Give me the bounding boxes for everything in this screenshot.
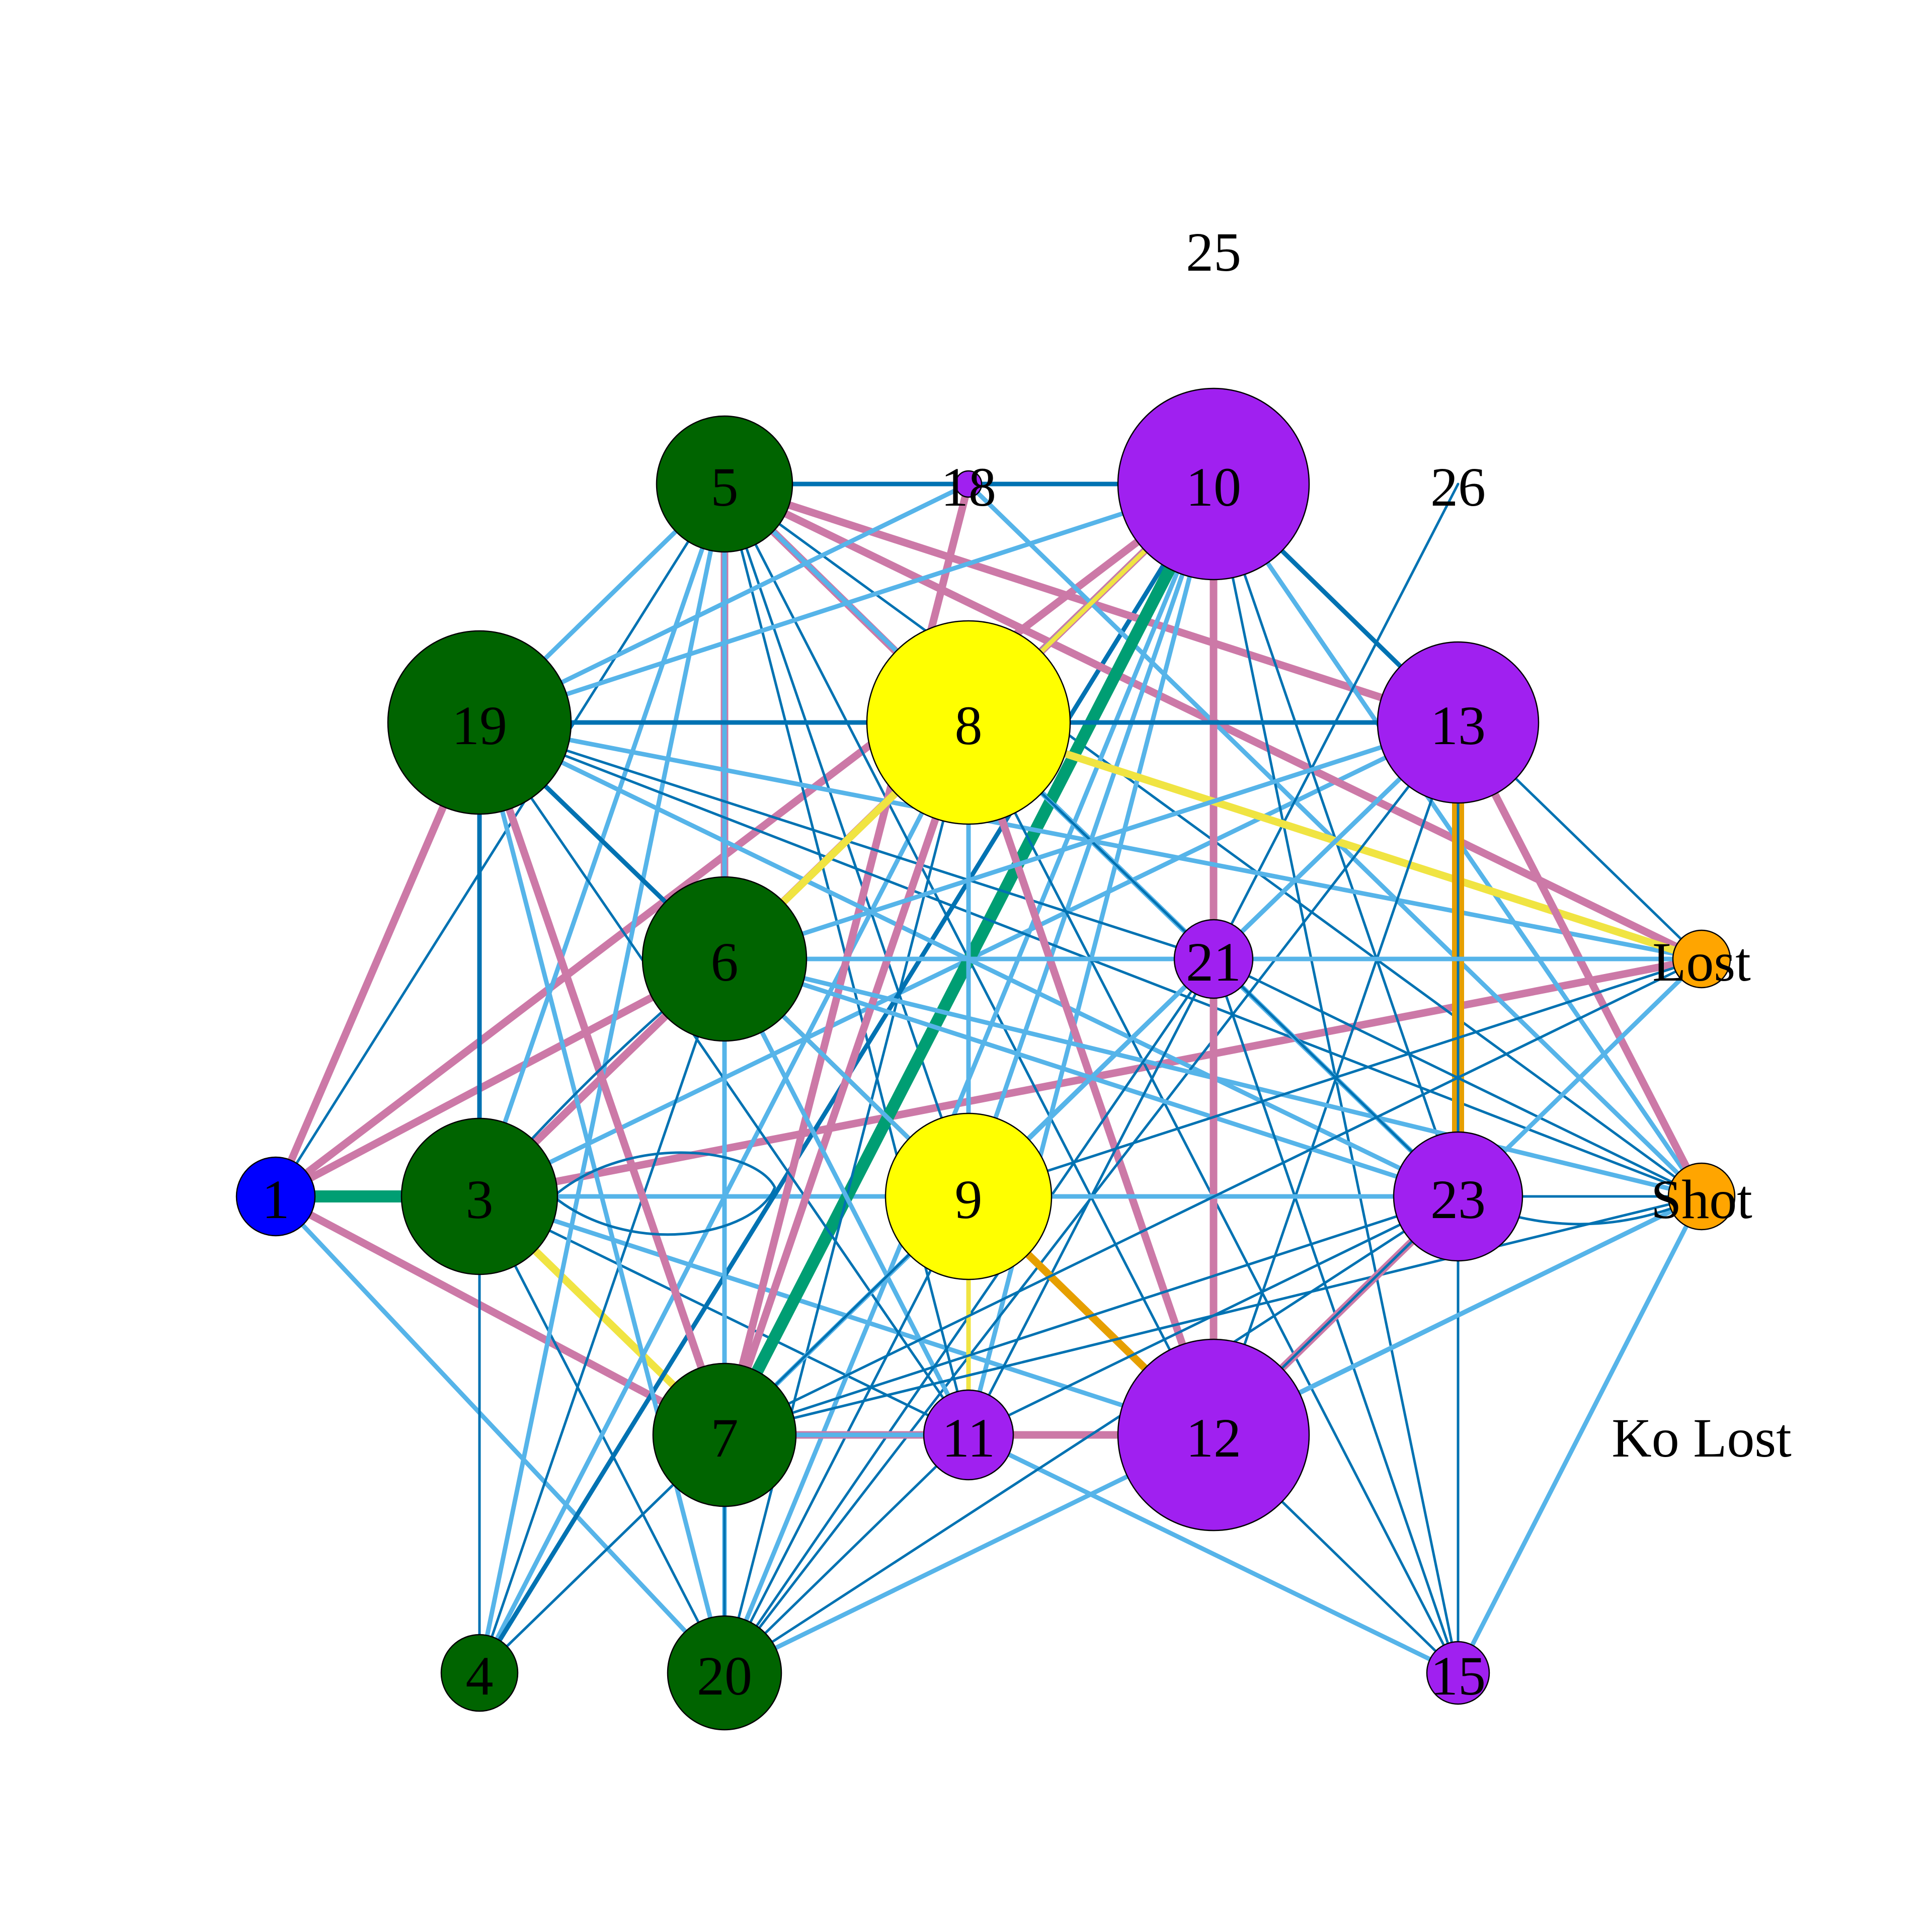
edge-13-6 bbox=[722, 720, 1461, 961]
node-20: 20 bbox=[667, 1615, 782, 1731]
node-label-20: 20 bbox=[697, 1645, 752, 1707]
node-label-18: 18 bbox=[941, 456, 996, 518]
node-circle-lost bbox=[1672, 929, 1731, 989]
node-label-4: 4 bbox=[466, 1645, 494, 1707]
node-label-5: 5 bbox=[711, 456, 739, 518]
node-23: 23 bbox=[1393, 1131, 1523, 1262]
edge-7-Lost bbox=[723, 957, 1703, 1436]
node-label-12: 12 bbox=[1186, 1407, 1241, 1469]
node-12: 12 bbox=[1117, 1338, 1310, 1532]
node-circle-7 bbox=[652, 1362, 797, 1507]
edge-1-5 bbox=[274, 482, 726, 1198]
node-label-8: 8 bbox=[955, 695, 983, 756]
node-label-lost: Lost bbox=[1652, 931, 1751, 993]
node-circle-11 bbox=[923, 1389, 1014, 1481]
node-circle-13 bbox=[1377, 641, 1540, 804]
edge-1-10 bbox=[272, 480, 1218, 1200]
edge-19-7 bbox=[475, 718, 729, 1439]
node-circle-6 bbox=[641, 876, 808, 1042]
node-circle-10 bbox=[1117, 387, 1310, 581]
node-label-6: 6 bbox=[711, 931, 739, 993]
node-circle-23 bbox=[1393, 1131, 1523, 1262]
edge-1-20 bbox=[273, 1194, 727, 1675]
node-circle-20 bbox=[667, 1615, 782, 1731]
node-circle-8 bbox=[866, 620, 1071, 825]
node-circle-4 bbox=[440, 1634, 519, 1712]
edge-4-6 bbox=[478, 957, 726, 1674]
node-3: 3 bbox=[400, 1117, 558, 1275]
node-label-25: 25 bbox=[1186, 221, 1241, 283]
node-15: 15 bbox=[1426, 1641, 1490, 1707]
node-label-11: 11 bbox=[942, 1407, 995, 1469]
node-circle-21 bbox=[1173, 919, 1254, 999]
node-circle-15 bbox=[1426, 1641, 1490, 1705]
node-6: 6 bbox=[641, 876, 808, 1042]
node-1: 1 bbox=[235, 1156, 316, 1237]
node-circle-shot bbox=[1667, 1162, 1736, 1231]
node-21: 21 bbox=[1173, 919, 1254, 999]
node-11: 11 bbox=[923, 1389, 1014, 1481]
node-circle-9 bbox=[884, 1112, 1053, 1280]
node-5: 5 bbox=[656, 415, 793, 553]
edge-10-19 bbox=[477, 481, 1216, 725]
node-label-13: 13 bbox=[1430, 695, 1486, 756]
node-label-1: 1 bbox=[262, 1169, 290, 1230]
node-label-3: 3 bbox=[466, 1169, 494, 1230]
node-circle-18 bbox=[954, 470, 983, 498]
node-19: 19 bbox=[387, 630, 572, 815]
node-label-7: 7 bbox=[711, 1407, 739, 1469]
node-26: 26 bbox=[1430, 456, 1486, 518]
edge-19-20 bbox=[477, 720, 727, 1675]
edge-23-20 bbox=[723, 1195, 1460, 1674]
edge-6-11 bbox=[722, 956, 971, 1437]
node-label-21: 21 bbox=[1186, 931, 1241, 993]
node-circle-3 bbox=[400, 1117, 558, 1275]
edge-11-23 bbox=[967, 1195, 1460, 1436]
node-circle-19 bbox=[387, 630, 572, 815]
edge-11-15 bbox=[966, 1432, 1461, 1675]
node-lost: Lost bbox=[1652, 929, 1751, 993]
node-label-kolost: Ko Lost bbox=[1612, 1407, 1792, 1469]
node-18: 18 bbox=[941, 456, 996, 518]
node-8: 8 bbox=[866, 620, 1071, 825]
node-9: 9 bbox=[884, 1112, 1053, 1280]
node-10: 10 bbox=[1117, 387, 1310, 581]
node-4: 4 bbox=[440, 1634, 519, 1712]
node-circle-5 bbox=[656, 415, 793, 553]
node-label-shot: Shot bbox=[1651, 1169, 1752, 1230]
node-label-19: 19 bbox=[452, 695, 507, 756]
node-circle-12 bbox=[1117, 1338, 1310, 1532]
edge-9-Lost bbox=[967, 957, 1703, 1198]
node-13: 13 bbox=[1377, 641, 1540, 804]
node-circle-1 bbox=[235, 1156, 316, 1237]
node-25: 25 bbox=[1186, 221, 1241, 283]
node-shot: Shot bbox=[1651, 1162, 1752, 1231]
node-label-10: 10 bbox=[1186, 456, 1241, 518]
edge-loop-3 bbox=[552, 1151, 776, 1236]
node-label-23: 23 bbox=[1430, 1169, 1486, 1230]
edge-15-Shot bbox=[1456, 1194, 1704, 1675]
node-label-9: 9 bbox=[955, 1169, 983, 1230]
node-7: 7 bbox=[652, 1362, 797, 1507]
edge-1-6 bbox=[272, 955, 729, 1200]
edge-7-23 bbox=[723, 1195, 1460, 1436]
node-kolost: Ko Lost bbox=[1612, 1407, 1792, 1469]
node-label-15: 15 bbox=[1430, 1645, 1486, 1707]
node-label-26: 26 bbox=[1430, 456, 1486, 518]
